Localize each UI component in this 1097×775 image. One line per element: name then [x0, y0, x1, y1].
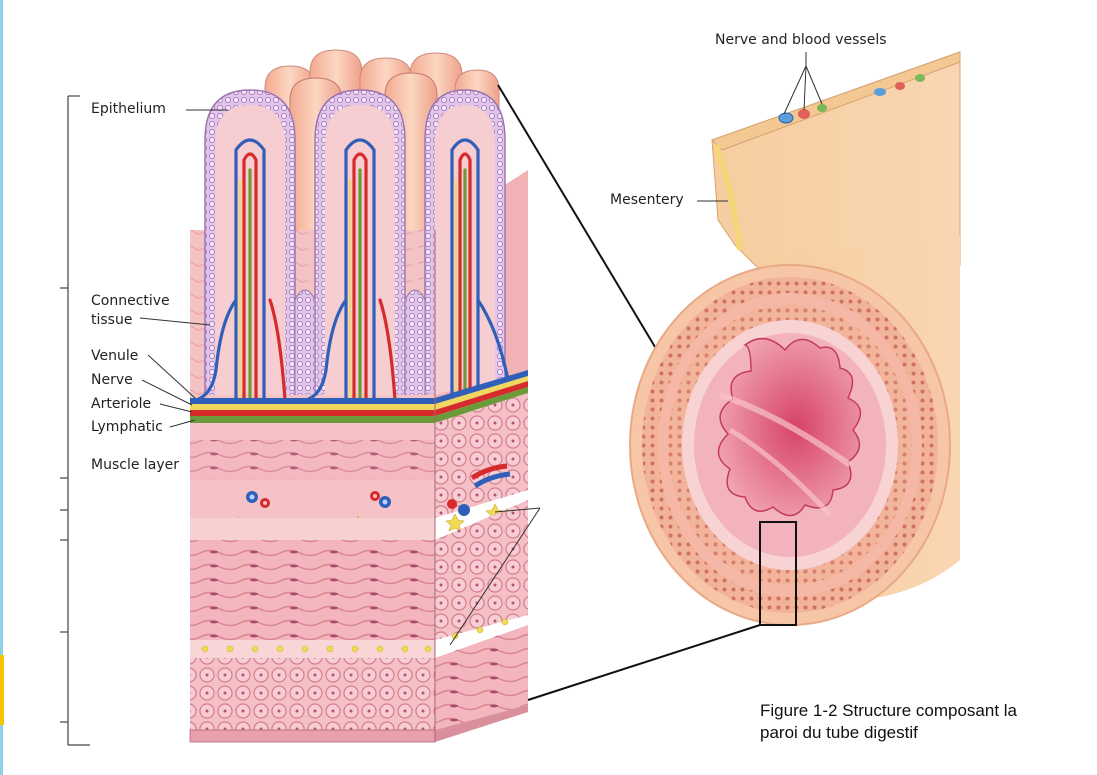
- label-lymphatic: Lymphatic: [91, 419, 163, 435]
- mucosa-block: [189, 89, 528, 743]
- label-connective-tissue: Connective tissue: [91, 293, 170, 328]
- label-mesentery: Mesentery: [610, 192, 684, 208]
- zoom-box: [759, 521, 797, 626]
- villus-vessels: [194, 138, 510, 402]
- mesentery-vessels: [778, 74, 925, 124]
- label-nerve: Nerve: [91, 372, 133, 388]
- label-epithelium: Epithelium: [91, 101, 166, 117]
- label-arteriole: Arteriole: [91, 396, 152, 412]
- page-edge-stripe: [0, 0, 3, 775]
- label-muscle-layer: Muscle layer: [91, 457, 180, 473]
- label-venule: Venule: [91, 348, 139, 364]
- layer-bracket: [60, 95, 90, 746]
- intestine-tube: [629, 51, 961, 626]
- leader-lines: [139, 52, 823, 646]
- caption-line-2: paroi du tube digestif: [760, 723, 918, 743]
- vessel-cross-sections: [246, 463, 511, 516]
- vessel-band: [190, 370, 528, 423]
- label-nerve-and-blood-vessels: Nerve and blood vessels: [715, 32, 887, 48]
- page-edge-accent: [0, 655, 4, 725]
- figure-caption: Figure 1-2 Structure composant la paroi …: [760, 700, 1090, 744]
- myenteric-plexus: [201, 618, 509, 653]
- caption-line-1: Figure 1-2 Structure composant la: [760, 701, 1018, 720]
